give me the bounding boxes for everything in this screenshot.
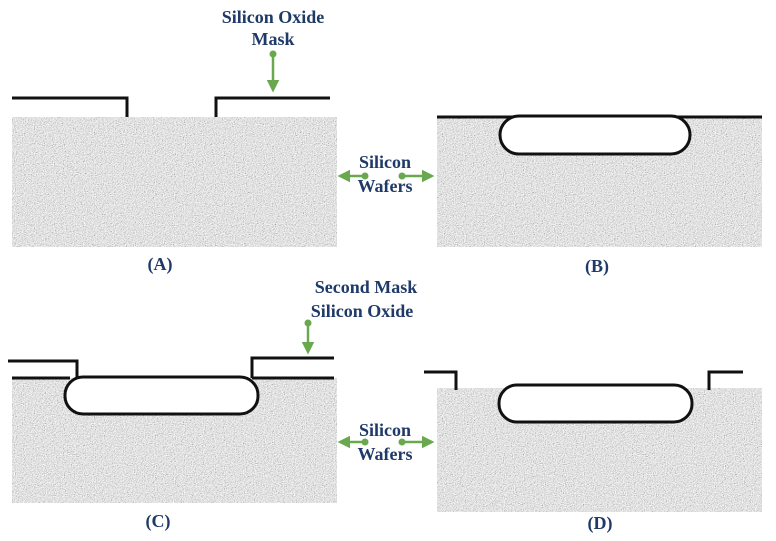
wafers-label-top: Silicon Wafers <box>337 152 435 196</box>
oxide-mask-a-right <box>214 96 330 117</box>
mask-d-right <box>707 370 743 390</box>
panel-label-a: (A) <box>148 254 173 275</box>
wafers-label-bottom: Silicon Wafers <box>337 420 435 464</box>
mask-label-line1: Silicon Oxide <box>222 7 325 27</box>
wafers-top-line2: Wafers <box>358 176 413 196</box>
panel-label-d: (D) <box>588 513 613 534</box>
cavity-c <box>63 375 260 416</box>
mask-d-left <box>424 370 458 390</box>
wafers-top-line1: Silicon <box>359 152 411 172</box>
oxide-mask-a-left <box>12 96 129 117</box>
second-mask-c-right <box>250 356 334 378</box>
panel-b: (B) <box>437 114 762 277</box>
silicon-wafer-d <box>437 388 762 512</box>
panel-d: (D) <box>424 370 762 534</box>
cavity-d <box>497 383 694 424</box>
wafers-top-left-dot <box>361 172 369 180</box>
wafers-bottom-line2: Wafers <box>358 444 413 464</box>
panel-label-c: (C) <box>146 511 171 532</box>
panel-label-b: (B) <box>585 256 609 277</box>
second-mask-c-left <box>8 359 79 378</box>
second-mask-pointer-dot <box>304 319 312 327</box>
cavity-b <box>498 114 692 156</box>
mask-pointer-dot <box>269 50 277 58</box>
second-mask-label-line1: Second Mask <box>315 277 418 297</box>
second-mask-label-line2: Silicon Oxide <box>311 301 414 321</box>
panel-c: Second Mask Silicon Oxide (C) <box>8 277 417 532</box>
wafers-bottom-line1: Silicon <box>359 420 411 440</box>
wafers-top-right-dot <box>398 172 406 180</box>
panel-a: Silicon Oxide Mask (A) <box>12 7 337 275</box>
wafers-bottom-right-dot <box>398 438 406 446</box>
wafers-bottom-left-dot <box>361 438 369 446</box>
silicon-wafer-a <box>12 117 337 247</box>
mask-label-line2: Mask <box>251 29 294 49</box>
